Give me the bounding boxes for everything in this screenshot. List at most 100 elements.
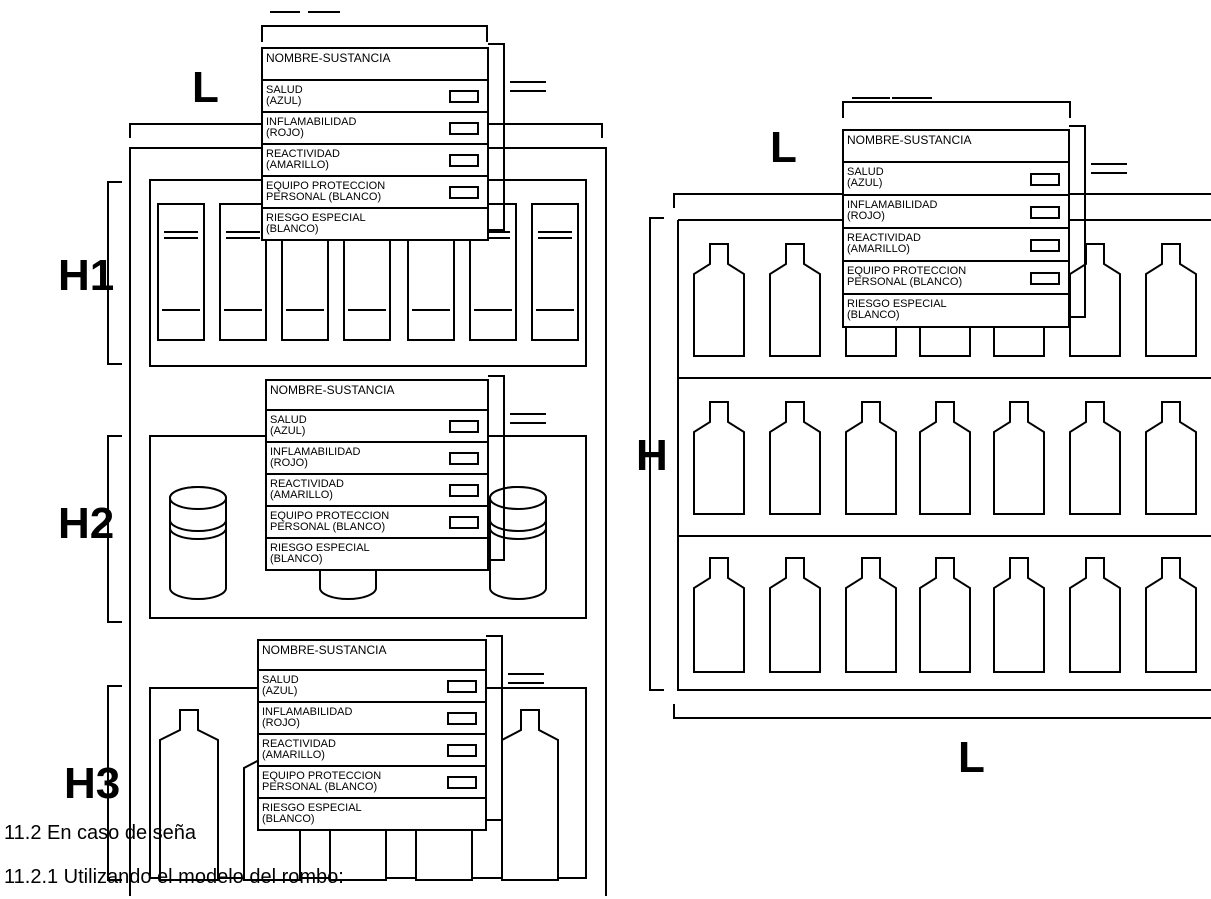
box-container	[531, 203, 579, 341]
label-row-text: REACTIVIDAD	[262, 738, 336, 750]
box-container	[219, 203, 267, 341]
label-row-text: EQUIPO PROTECCION	[262, 770, 381, 782]
drum-band	[489, 527, 547, 540]
height-label-right: H	[636, 431, 668, 480]
bottle-container	[993, 401, 1045, 515]
label-row-text: PERSONAL (BLANCO)	[847, 276, 962, 288]
box-outline	[219, 203, 267, 341]
bottle-container	[845, 401, 897, 515]
bottle-container	[919, 401, 971, 515]
label-row-text: (BLANCO)	[262, 813, 315, 825]
height-dimension-bracket	[649, 217, 664, 691]
label-side-bracket	[488, 375, 505, 561]
height-label-h3: H3	[64, 759, 121, 808]
label-side-bracket	[488, 43, 505, 231]
bottle-container	[769, 401, 821, 515]
color-swatch	[449, 420, 479, 433]
drum-band	[169, 527, 227, 540]
box-outline	[531, 203, 579, 341]
label-row-text: INFLAMABILIDAD	[266, 116, 357, 128]
label-row-text: (AMARILLO)	[262, 749, 325, 761]
label-row-text: PERSONAL (BLANCO)	[270, 521, 385, 533]
label-row-text: (ROJO)	[266, 127, 304, 139]
label-row-text: (BLANCO)	[266, 223, 319, 235]
label-row-text: (AZUL)	[270, 425, 305, 437]
label-row-text: EQUIPO PROTECCION	[266, 180, 385, 192]
drum-top	[489, 486, 547, 510]
label-row-text: PERSONAL (BLANCO)	[266, 191, 381, 203]
h1-dimension-bracket	[107, 181, 122, 365]
label-width-bracket	[261, 25, 488, 42]
label-row-text: SALUD	[266, 84, 303, 96]
label-row-text: (AMARILLO)	[266, 159, 329, 171]
color-swatch	[449, 484, 479, 497]
box-container	[157, 203, 205, 341]
label-name-text: NOMBRE-SUSTANCIA	[262, 643, 386, 657]
label-row-text: EQUIPO PROTECCION	[847, 265, 966, 277]
label-side-bracket	[1069, 125, 1086, 318]
label-row-text: SALUD	[262, 674, 299, 686]
label-row-text: (AZUL)	[262, 685, 297, 697]
label-side-bracket	[486, 635, 503, 821]
bottle-container	[1145, 401, 1197, 515]
label-row-text: INFLAMABILIDAD	[270, 446, 361, 458]
height-label-h1: H1	[58, 251, 115, 300]
color-swatch	[449, 516, 479, 529]
box-outline	[157, 203, 205, 341]
subsection-heading: 11.2.1 Utilizando el modelo del rombo:	[4, 866, 344, 888]
color-swatch	[447, 776, 477, 789]
label-row-text: (ROJO)	[270, 457, 308, 469]
label-row-text: PERSONAL (BLANCO)	[262, 781, 377, 793]
h3-dimension-bracket	[107, 685, 122, 881]
label-row-text: EQUIPO PROTECCION	[270, 510, 389, 522]
bottle-container	[1069, 401, 1121, 515]
bottle-container	[845, 557, 897, 673]
bottle-container	[919, 557, 971, 673]
width-label-left: L	[192, 63, 219, 112]
label-row-text: (AZUL)	[266, 95, 301, 107]
label-row-text: RIESGO ESPECIAL	[270, 542, 370, 554]
color-swatch	[1030, 206, 1060, 219]
bottle-container	[769, 243, 821, 357]
hazard-label-1: NOMBRE-SUSTANCIA SALUD(AZUL) INFLAMABILIDA…	[261, 43, 546, 241]
bottle-container	[1145, 243, 1197, 357]
hazard-labels: NOMBRE-SUSTANCIASALUD(AZUL)INFLAMABILIDA…	[257, 11, 1127, 831]
label-row-text: (BLANCO)	[847, 309, 900, 321]
hazard-label-2: NOMBRE-SUSTANCIASALUD(AZUL)INFLAMABILIDA…	[265, 375, 546, 571]
label-row-text: SALUD	[847, 166, 884, 178]
label-row-text: (ROJO)	[847, 210, 885, 222]
width-label-right-bottom: L	[958, 733, 985, 782]
label-row-text: (AZUL)	[847, 177, 882, 189]
color-swatch	[447, 680, 477, 693]
label-row-text: (BLANCO)	[270, 553, 323, 565]
bottle-container	[159, 709, 219, 881]
bottle-container	[993, 557, 1045, 673]
drum-band	[169, 519, 227, 532]
label-name-text: NOMBRE-SUSTANCIA	[266, 51, 390, 65]
label-row-text: (AMARILLO)	[270, 489, 333, 501]
color-swatch	[447, 744, 477, 757]
section-heading: 11.2 En caso de seña	[4, 822, 196, 844]
label-row-text: RIESGO ESPECIAL	[266, 212, 366, 224]
color-swatch	[449, 186, 479, 199]
label-row-text: RIESGO ESPECIAL	[847, 298, 947, 310]
height-label-h2: H2	[58, 499, 115, 548]
bottle-container	[1145, 557, 1197, 673]
hazard-label-4: NOMBRE-SUSTANCIASALUD(AZUL)INFLAMABILIDA…	[842, 125, 1127, 328]
label-row-text: SALUD	[270, 414, 307, 426]
color-swatch	[447, 712, 477, 725]
bottle-container	[769, 557, 821, 673]
label-name-text: NOMBRE-SUSTANCIA	[847, 133, 971, 147]
bottle-container	[1069, 243, 1121, 357]
label-row-text: REACTIVIDAD	[266, 148, 340, 160]
bottle-container	[501, 709, 559, 881]
label-row-text: (ROJO)	[262, 717, 300, 729]
bottle-container	[693, 557, 745, 673]
color-swatch	[449, 452, 479, 465]
color-swatch	[1030, 239, 1060, 252]
width-label-right-top: L	[770, 123, 797, 172]
color-swatch	[1030, 272, 1060, 285]
h2-dimension-bracket	[107, 435, 122, 623]
